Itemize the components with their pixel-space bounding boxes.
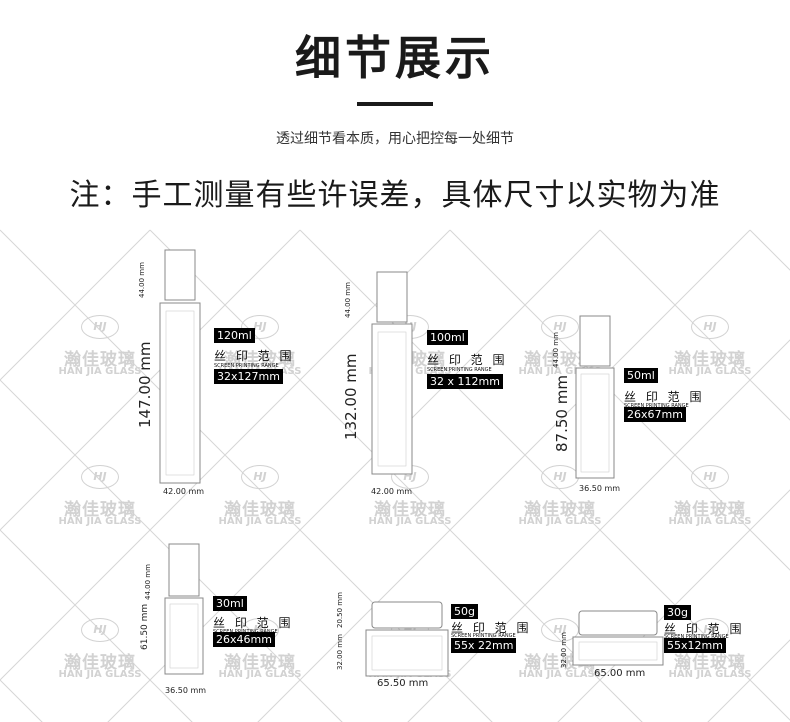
- watermark-en: HAN JIA GLASS: [668, 669, 752, 680]
- watermark-en: HAN JIA GLASS: [668, 516, 752, 527]
- jar-drawing-30g: [572, 610, 664, 666]
- watermark-en: HAN JIA GLASS: [368, 516, 452, 527]
- watermark-cn: 瀚佳玻璃: [64, 500, 136, 520]
- height-100ml: 132.00 mm: [342, 353, 360, 440]
- watermark-en: HAN JIA GLASS: [58, 669, 142, 680]
- width-100ml: 42.00 mm: [371, 487, 413, 496]
- watermark-cn: 瀚佳玻璃: [224, 500, 296, 520]
- silk-label-30g: 丝 印 范 围: [664, 622, 745, 636]
- watermark-cn: 瀚佳玻璃: [64, 350, 136, 370]
- print-size-100ml: 32 x 112mm: [427, 374, 503, 389]
- watermark-cn: 瀚佳玻璃: [524, 350, 596, 370]
- watermark-cn: 瀚佳玻璃: [374, 500, 446, 520]
- silk-label-120ml: 丝 印 范 围: [214, 349, 295, 363]
- cap-height-50ml: 44.00 mm: [552, 332, 560, 368]
- watermark-cn: 瀚佳玻璃: [674, 500, 746, 520]
- print-size-30g: 55x12mm: [664, 638, 726, 653]
- capacity-tag-100ml: 100ml: [427, 330, 468, 345]
- watermark-cn: 瀚佳玻璃: [64, 653, 136, 673]
- watermark-en: HAN JIA GLASS: [218, 516, 302, 527]
- watermark-cn: 瀚佳玻璃: [224, 350, 296, 370]
- watermark-logo-icon: HJ: [241, 465, 279, 489]
- capacity-tag-50g: 50g: [451, 604, 478, 619]
- cap-height-120ml: 44.00 mm: [138, 262, 146, 298]
- height-30ml: 61.50 mm: [140, 603, 150, 650]
- silk-label-100ml: 丝 印 范 围: [427, 353, 508, 367]
- cap-height-50g: 20.50 mm: [336, 592, 344, 628]
- silk-label-en-30g: SCREEN PRINTING RANGE: [664, 634, 729, 640]
- silk-label-50g: 丝 印 范 围: [451, 621, 532, 635]
- watermark-en: HAN JIA GLASS: [58, 516, 142, 527]
- watermark-en: HAN JIA GLASS: [218, 669, 302, 680]
- width-30g: 65.00 mm: [594, 668, 646, 679]
- cap-height-100ml: 44.00 mm: [344, 282, 352, 318]
- watermark-logo-icon: HJ: [691, 465, 729, 489]
- silk-label-30ml: 丝 印 范 围: [213, 616, 294, 630]
- watermark-logo-icon: HJ: [81, 465, 119, 489]
- watermark-cn: 瀚佳玻璃: [674, 350, 746, 370]
- print-size-30ml: 26x46mm: [213, 632, 275, 647]
- capacity-tag-30ml: 30ml: [213, 596, 247, 611]
- height-30g: 32.00 mm: [560, 632, 568, 668]
- width-50g: 65.50 mm: [377, 678, 429, 689]
- width-30ml: 36.50 mm: [165, 686, 207, 695]
- print-size-50ml: 26x67mm: [624, 407, 686, 422]
- bottle-drawing-100ml: [371, 271, 413, 475]
- watermark-en: HAN JIA GLASS: [518, 366, 602, 377]
- print-size-120ml: 32x127mm: [214, 369, 283, 384]
- measurement-note: 注：手工测量有些许误差，具体尺寸以实物为准: [69, 178, 721, 213]
- width-120ml: 42.00 mm: [163, 487, 205, 496]
- watermark-logo-icon: HJ: [241, 315, 279, 339]
- silk-label-en-100ml: SCREEN PRINTING RANGE: [427, 367, 492, 373]
- capacity-tag-50ml: 50ml: [624, 368, 658, 383]
- bottle-drawing-30ml: [164, 543, 204, 675]
- watermark-logo-icon: HJ: [541, 315, 579, 339]
- title-underline: [357, 102, 433, 106]
- capacity-tag-30g: 30g: [664, 605, 691, 620]
- watermark-cn: 瀚佳玻璃: [224, 653, 296, 673]
- jar-drawing-50g: [365, 601, 449, 677]
- silk-label-en-120ml: SCREEN PRINTING RANGE: [214, 363, 279, 369]
- watermark-logo-icon: HJ: [81, 315, 119, 339]
- bottle-drawing-50ml: [575, 315, 615, 479]
- watermark-cn: 瀚佳玻璃: [524, 500, 596, 520]
- width-50ml: 36.50 mm: [579, 484, 621, 493]
- height-50ml: 87.50 mm: [553, 375, 571, 452]
- watermark-en: HAN JIA GLASS: [518, 516, 602, 527]
- watermark-logo-icon: HJ: [691, 315, 729, 339]
- watermark-logo-icon: HJ: [81, 618, 119, 642]
- page-subtitle: 透过细节看本质，用心把控每一处细节: [276, 131, 514, 147]
- bottle-drawing-120ml: [159, 249, 201, 484]
- height-50g: 32.00 mm: [336, 634, 344, 670]
- watermark-en: HAN JIA GLASS: [518, 669, 602, 680]
- cap-height-30ml: 44.00 mm: [144, 564, 152, 600]
- silk-label-en-50ml: SCREEN PRINTING RANGE: [624, 403, 689, 409]
- capacity-tag-120ml: 120ml: [214, 328, 255, 343]
- silk-label-50ml: 丝 印 范 围: [624, 390, 705, 404]
- print-size-50g: 55x 22mm: [451, 638, 517, 653]
- silk-label-en-50g: SCREEN PRINTING RANGE: [451, 633, 516, 639]
- watermark-en: HAN JIA GLASS: [58, 366, 142, 377]
- height-120ml: 147.00 mm: [136, 341, 154, 428]
- page-title: 细节展示: [295, 31, 495, 85]
- watermark-cn: 瀚佳玻璃: [674, 653, 746, 673]
- watermark-en: HAN JIA GLASS: [668, 366, 752, 377]
